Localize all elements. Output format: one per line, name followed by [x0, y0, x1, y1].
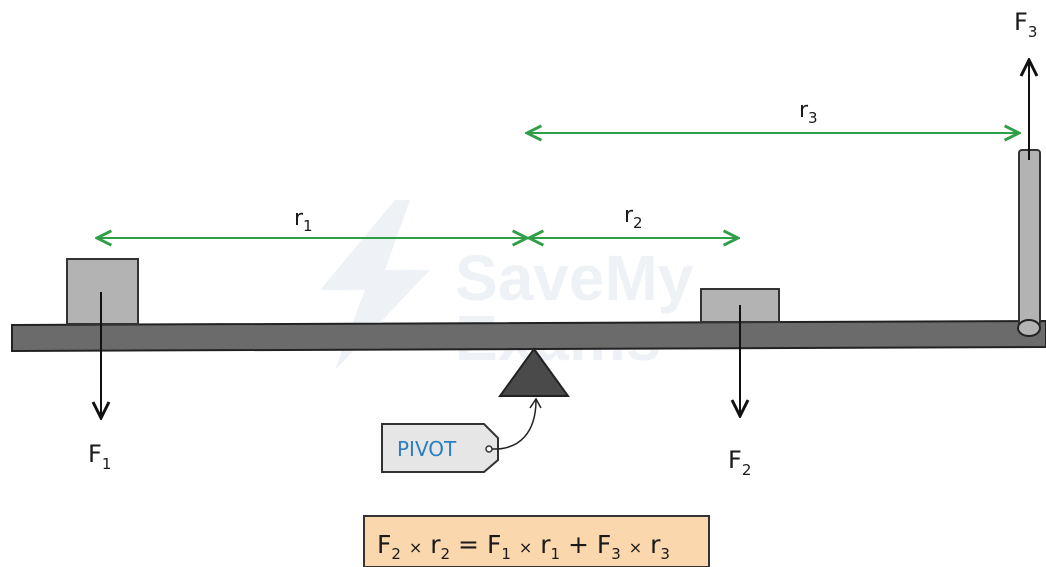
label-f1: F1 — [88, 440, 111, 473]
watermark-bolt-icon — [320, 200, 430, 370]
label-f3: F3 — [1014, 8, 1037, 41]
beam — [11, 319, 1046, 353]
pivot-triangle — [498, 347, 570, 397]
vertical-rod — [1018, 149, 1041, 327]
pivot-tag-string — [491, 399, 537, 450]
label-r1: r1 — [294, 206, 313, 235]
pivot-tag-shape — [381, 423, 499, 473]
label-r3: r3 — [799, 98, 818, 127]
equation-background — [363, 515, 710, 567]
rod-joint — [1017, 319, 1041, 337]
watermark: SaveMy Exams — [320, 200, 694, 374]
label-r2: r2 — [624, 203, 643, 232]
pivot-tag-label: PIVOT — [397, 437, 457, 461]
watermark-line1: SaveMy — [455, 242, 694, 314]
pivot-tag-hole — [485, 445, 493, 453]
weight-block-1 — [66, 258, 139, 325]
equation-box: F2 × r2 = F1 × r1 + F3 × r3 — [363, 515, 710, 567]
equation-text: F2 × r2 = F1 × r1 + F3 × r3 — [377, 530, 670, 565]
pivot-tag-arrowhead — [529, 397, 542, 409]
label-f2: F2 — [728, 446, 751, 479]
pivot-tag: PIVOT — [381, 397, 542, 473]
